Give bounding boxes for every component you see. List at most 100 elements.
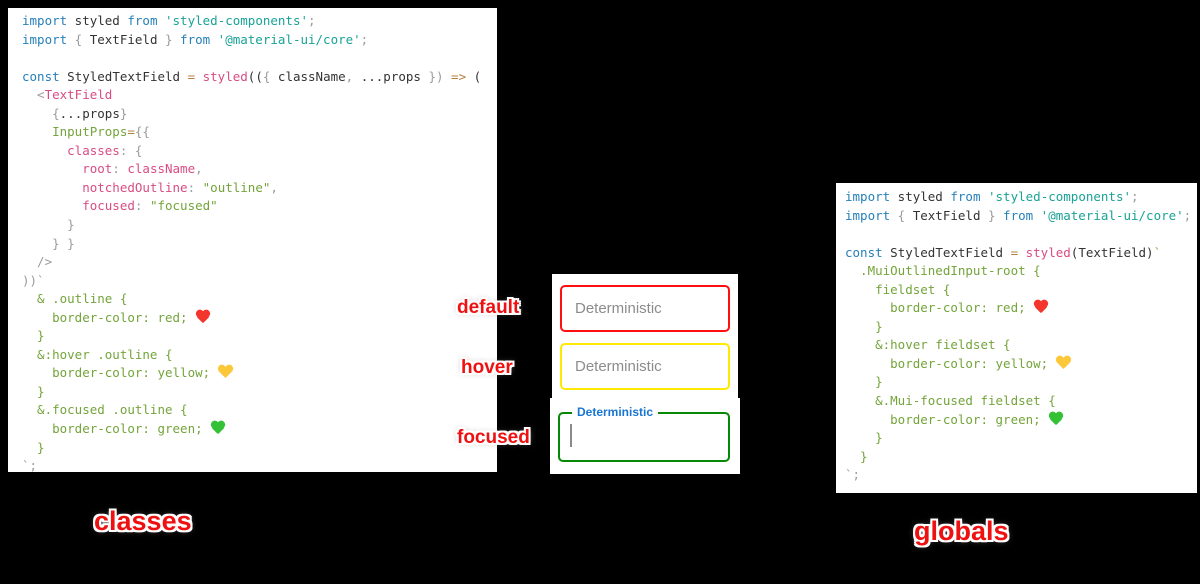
code-line [22, 49, 497, 68]
textfield-focused-input[interactable] [560, 414, 728, 460]
code-token: TextField [89, 31, 158, 47]
code-line: border-color: yellow; [845, 355, 1197, 374]
code-line: } [845, 429, 1197, 448]
code-token: = [187, 68, 196, 84]
code-token: { [67, 31, 90, 47]
code-line: import styled from 'styled-components'; [845, 188, 1197, 207]
code-token: } [22, 383, 45, 399]
code-token: InputProps [22, 124, 128, 140]
code-token: styled [67, 13, 128, 28]
code-token: ; [1131, 189, 1139, 204]
code-line: ))` [22, 272, 497, 291]
caption-default: default [457, 297, 520, 318]
code-line: &:hover .outline { [22, 346, 497, 365]
code-token: { [890, 207, 913, 223]
code-token: const [845, 244, 883, 260]
code-token: '@material-ui/core' [1033, 207, 1184, 223]
code-token: import [22, 31, 68, 47]
code-token: from [127, 13, 158, 28]
code-token: .MuiOutlinedInput-root { [845, 263, 1041, 279]
code-token: } [845, 374, 883, 390]
code-panel-globals: import styled from 'styled-components';i… [836, 183, 1197, 493]
code-token: } [845, 430, 883, 446]
code-line: } [845, 448, 1197, 467]
code-token: ; [360, 31, 369, 47]
code-token: ...props [360, 68, 421, 84]
textfield-hover-input[interactable] [562, 345, 728, 388]
code-line: } [22, 216, 497, 235]
code-line: classes: { [22, 142, 497, 161]
code-token: : [134, 198, 150, 214]
code-line: focused: "focused" [22, 197, 497, 216]
code-token: ; [1183, 207, 1192, 223]
code-token: ...props [59, 105, 120, 121]
code-token: (( [247, 68, 263, 84]
code-line: } [22, 327, 497, 346]
code-token: : [187, 179, 203, 195]
code-line: root: className, [22, 160, 497, 179]
code-token: border-color: red; [845, 300, 1034, 316]
code-token: root [22, 161, 113, 177]
code-token: const [22, 68, 60, 84]
code-token: /> [22, 254, 53, 270]
code-token: ))` [22, 272, 45, 288]
code-line: fieldset { [845, 281, 1197, 300]
code-token: border-color: yellow; [22, 365, 218, 381]
section-label-classes: classes [94, 506, 192, 536]
code-token: border-color: green; [845, 411, 1049, 427]
code-token: & .outline { [22, 291, 128, 307]
code-line [845, 225, 1197, 244]
code-line: import { TextField } from '@material-ui/… [845, 207, 1197, 226]
code-token: className [277, 68, 346, 84]
code-token [444, 69, 452, 84]
code-line: InputProps={{ [22, 123, 497, 142]
code-token: => [451, 68, 467, 84]
textfield-focused[interactable]: Deterministic [558, 405, 730, 462]
heart-green-icon [210, 421, 225, 434]
code-token: ` [1153, 244, 1162, 260]
textfield-hover[interactable] [560, 343, 730, 390]
caption-focused: focused [457, 427, 530, 448]
heart-yellow-icon [1056, 356, 1071, 369]
code-token: : [112, 161, 128, 177]
code-token: = [127, 124, 135, 140]
code-token: border-color: green; [22, 421, 211, 437]
code-token: from [950, 189, 981, 204]
code-line: & .outline { [22, 290, 497, 309]
code-token: ; [308, 13, 316, 28]
code-token: &:hover .outline { [22, 346, 173, 362]
code-token: StyledTextField [59, 68, 188, 84]
textfield-default[interactable] [560, 285, 730, 332]
code-line: <TextField [22, 86, 497, 105]
code-line: {...props} [22, 105, 497, 124]
code-line: border-color: yellow; [22, 364, 497, 383]
code-token: '@material-ui/core' [210, 31, 361, 47]
code-line: import { TextField } from '@material-ui/… [22, 31, 497, 50]
code-token: ( [466, 68, 482, 84]
code-token: classes [22, 142, 120, 158]
code-token: TextField [44, 87, 113, 103]
code-token: styled [195, 68, 248, 84]
code-token: from [180, 31, 211, 47]
code-token: fieldset { [845, 281, 951, 297]
textfield-default-input[interactable] [562, 287, 728, 330]
caption-hover: hover [461, 357, 513, 378]
code-line: } [22, 439, 497, 458]
code-token: border-color: yellow; [845, 355, 1056, 371]
code-token: className [127, 161, 196, 177]
code-line: } [845, 373, 1197, 392]
code-token: { [22, 105, 60, 121]
code-token: focused [22, 198, 135, 214]
code-token: } } [22, 235, 75, 251]
code-token: } [980, 207, 1004, 223]
code-token: &.Mui-focused fieldset { [845, 393, 1056, 409]
code-token: styled [890, 189, 951, 204]
code-token: {{ [134, 124, 150, 140]
code-token: (TextField) [1070, 244, 1154, 260]
code-token: } [845, 318, 883, 334]
code-token: 'styled-components' [157, 13, 308, 28]
code-token: } [22, 328, 45, 344]
code-token: import [22, 13, 68, 28]
textfield-focused-floating-label: Deterministic [572, 405, 659, 419]
code-token: , [345, 68, 361, 84]
